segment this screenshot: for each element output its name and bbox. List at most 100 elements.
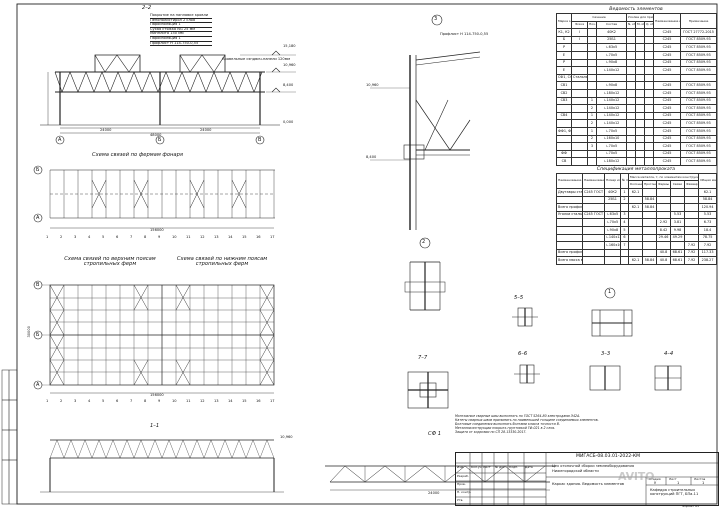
table-cell: [670, 188, 685, 197]
title-block-grid: [456, 453, 718, 505]
axis-number: 2: [60, 235, 63, 239]
table-cell: 62.1: [698, 188, 718, 197]
table-cell: [635, 50, 646, 60]
table-cell: [571, 134, 588, 144]
table-cell: [635, 149, 646, 159]
table-cell: С245: [653, 88, 682, 98]
table-cell: [571, 149, 588, 159]
axis-number: 12: [200, 399, 205, 403]
table-cell: [626, 81, 637, 90]
table-cell: [642, 210, 657, 220]
table-cell: [683, 203, 700, 212]
table-cell: [571, 104, 588, 113]
table-cell: С245: [653, 58, 682, 68]
table-cell: [571, 81, 588, 90]
dim-total: 48000: [150, 133, 162, 137]
table-cell: Р: [556, 43, 572, 52]
table-cell: ∟160х10: [595, 134, 628, 144]
table-cell: [642, 241, 657, 250]
table2-header: Номер или размеры профиля, мм: [604, 172, 621, 190]
table-cell: [556, 104, 572, 113]
table1-header: N, кН: [626, 20, 637, 30]
table-cell: [644, 157, 655, 166]
table-cell: ∟70х5: [595, 142, 628, 151]
table-cell: [587, 66, 597, 75]
table-cell: [556, 241, 583, 250]
table-cell: [626, 96, 637, 106]
table1-header: Наименование или марка металла: [653, 12, 682, 30]
table-cell: ∟140х12: [595, 104, 628, 113]
stamp-col: Лист: [483, 465, 491, 469]
table-cell: [683, 210, 700, 220]
table-cell: [604, 203, 621, 212]
table-cell: [626, 88, 637, 98]
table-cell: 3.81: [670, 218, 685, 228]
table-cell: [628, 195, 643, 205]
table-cell: [587, 81, 597, 90]
title-section-3-3: 3–3: [601, 351, 611, 357]
axis-label-b2: Б: [36, 167, 40, 173]
stamp-code: МИГАСБ-08.03.01-2022-КМ: [576, 454, 641, 459]
axis-number-row: 1 2 3 4 5 6 7 8 9 10 11 12 13 14 15 16 1…: [46, 235, 282, 244]
axis-number-row-2: 1 2 3 4 5 6 7 8 9 10 11 12 13 14 15 16 1…: [46, 399, 282, 408]
table-cell: ГОСТ 8509-93: [680, 142, 718, 151]
table-cell: 2: [587, 119, 597, 128]
axis-number: 11: [186, 399, 191, 403]
table-cell: [628, 248, 643, 258]
table-cell: ГОСТ 8509-93: [680, 58, 718, 68]
axis-label-b3: Б: [36, 332, 40, 338]
table-cell: [635, 35, 646, 45]
axis-number: 1: [46, 235, 49, 239]
roof-layer: Профлист Н 114-750-0,55: [150, 41, 212, 47]
table1-header-group-section: Сечение: [570, 13, 628, 22]
table-cell: [644, 119, 655, 128]
table-cell: ∟140х12: [595, 66, 628, 75]
table-cell: [644, 134, 655, 144]
stamp-sheet: 1: [677, 480, 680, 485]
table-cell: [571, 96, 588, 106]
axis-label-b: Б: [158, 137, 162, 143]
table-cell: [644, 96, 655, 106]
table-cell: [626, 35, 637, 45]
table-cell: [571, 88, 588, 98]
table-cell: [556, 226, 583, 235]
table-cell: С245: [653, 43, 682, 52]
table-cell: С245: [653, 66, 682, 75]
stamp-col: Подп.: [509, 465, 519, 469]
table-cell: [582, 256, 605, 265]
table-cell: [644, 58, 655, 68]
table-cell: ∟90х8: [595, 58, 628, 68]
axis-number: 8: [144, 235, 147, 239]
table-cell: [628, 218, 643, 228]
table-cell: 1: [587, 96, 597, 106]
table-cell: ГОСТ 27772-2015: [680, 28, 718, 37]
table-cell: [656, 203, 671, 212]
table-cell: ∟160х10: [604, 241, 621, 250]
roof-layers-callout: Покрытие на наплавке кровли Пенополистир…: [150, 13, 212, 47]
axis-number: 9: [158, 235, 161, 239]
table-cell: [626, 43, 637, 52]
table-cell: 18.4: [698, 226, 718, 235]
elev-zero: 0,000: [283, 120, 294, 124]
table-cell: 40.8: [656, 256, 671, 265]
table1-header-group: Марка элемента Сечение Усилие для прикре…: [556, 12, 718, 30]
table-cell: 62.1: [628, 256, 643, 265]
title-section-1-1: 1–1: [150, 423, 160, 429]
axis-number: 16: [256, 235, 261, 239]
table-cell: [644, 43, 655, 52]
axis-number: 15: [242, 399, 247, 403]
stamp-col: Изм.: [457, 465, 465, 469]
table-cell: 40К2: [595, 28, 628, 37]
table2-header: № п.п.: [620, 172, 629, 190]
table-cell: С245: [653, 104, 682, 113]
roof-layer: Сухая стяжка NG 25 мм: [150, 27, 212, 33]
table-cell: ∟180х12: [595, 157, 628, 166]
title-detail-3: 3: [434, 16, 438, 22]
axis-number: 2: [60, 399, 63, 403]
table-cell: [635, 111, 646, 121]
